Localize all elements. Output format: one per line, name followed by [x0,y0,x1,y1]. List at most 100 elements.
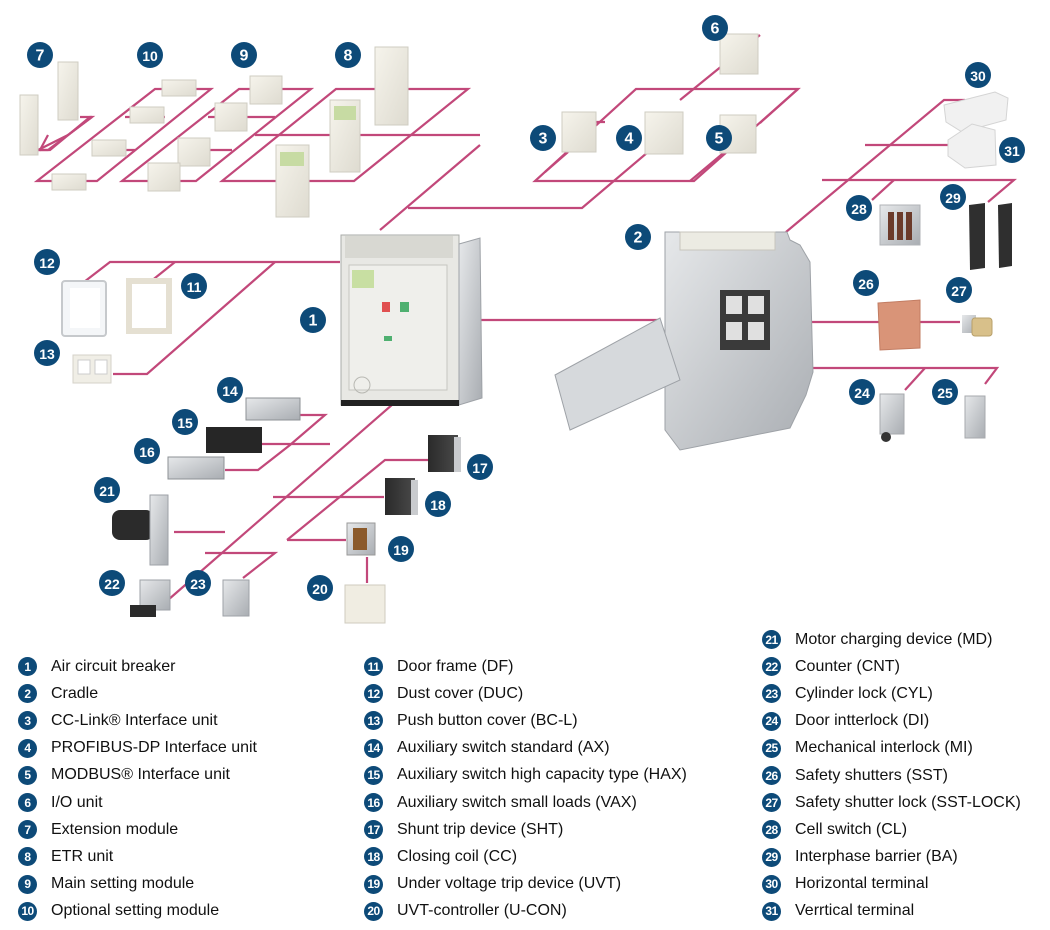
optional-setting-module-illustration [51,79,197,191]
legend-number-badge: 9 [18,874,37,894]
legend-label: Mechanical interlock (MI) [795,739,973,757]
badge-number: 26 [858,276,874,292]
motor-counter-lock-illustrations [112,494,250,617]
badge-number: 23 [190,576,206,592]
badge-number: 31 [1004,143,1020,159]
badge-number: 17 [472,460,488,476]
connector-lines [33,34,1018,601]
badge-circle [999,137,1025,163]
badge-circle [853,270,879,296]
interphase-barrier-illustration [969,203,1012,270]
legend-number-badge: 19 [364,874,383,894]
part-badge-26: 26 [853,270,879,296]
main-setting-module-illustration [147,75,283,192]
badge-number: 9 [240,48,249,65]
badge-circle [425,491,451,517]
badge-number: 20 [312,581,328,597]
badge-circle [99,570,125,596]
part-badge-19: 19 [388,536,414,562]
etr-unit-illustration [275,46,409,218]
badge-number: 24 [854,385,870,401]
legend-label: Door intterlock (DI) [795,712,930,730]
safety-shutter-lock-illustration [962,315,993,337]
part-badge-29: 29 [940,184,966,210]
legend-number-badge: 6 [18,793,37,813]
legend-label: Auxiliary switch high capacity type (HAX… [397,766,687,784]
legend-label: Cell switch (CL) [795,820,908,838]
badge-circle [946,277,972,303]
legend-number-badge: 25 [762,738,781,758]
badge-number: 15 [177,415,193,431]
part-badge-13: 13 [34,340,60,366]
part-badge-20: 20 [307,575,333,601]
legend-label: I/O unit [51,793,103,811]
legend-number-badge: 14 [364,738,383,758]
air-circuit-breaker-illustration [340,234,483,406]
part-badge-11: 11 [181,273,207,299]
terminal-illustrations [943,91,1009,169]
badge-number: 2 [634,230,643,247]
legend-number-badge: 2 [18,684,37,704]
badge-number: 18 [430,497,446,513]
badge-circle [849,379,875,405]
badge-number: 6 [711,21,720,38]
part-illustrations [19,33,1012,624]
badge-circle [300,307,326,333]
part-badge-8: 8 [335,42,361,68]
badge-circle [94,477,120,503]
door-accessory-illustrations [61,278,172,384]
legend-label: Extension module [51,820,179,838]
legend-number-badge: 28 [762,820,781,840]
legend-label: UVT-controller (U-CON) [397,902,567,920]
badge-circle [335,42,361,68]
badge-circle [172,409,198,435]
badge-number: 5 [715,131,724,148]
badge-number: 1 [309,313,318,330]
coil-device-illustrations [344,435,461,624]
legend-label: MODBUS® Interface unit [51,766,230,784]
part-badge-28: 28 [846,195,872,221]
extension-module-illustration [19,61,79,156]
legend-label: Under voltage trip device (UVT) [397,875,622,893]
exploded-parts-diagram: 1234567891011121314151617181920212223242… [19,15,1025,624]
part-badge-14: 14 [217,377,243,403]
legend-number-badge: 10 [18,901,37,921]
badge-circle [185,570,211,596]
legend-label: Safety shutters (SST) [795,766,948,784]
legend-number-badge: 23 [762,684,781,704]
part-badge-1: 1 [300,307,326,333]
badge-number: 12 [39,255,55,271]
badge-number: 28 [851,201,867,217]
legend-label: Horizontal terminal [795,875,929,893]
badge-number: 27 [951,283,967,299]
badge-number: 14 [222,383,238,399]
badge-circle [181,273,207,299]
legend-item: 19 Under voltage trip device (UVT) [364,871,687,898]
legend-number-badge: 1 [18,657,37,677]
legend-number-badge: 29 [762,847,781,867]
legend-number-badge: 5 [18,765,37,785]
badge-number: 7 [36,48,45,65]
legend-number-badge: 4 [18,738,37,758]
part-badge-31: 31 [999,137,1025,163]
legend-number-badge: 8 [18,847,37,867]
legend-label: Cradle [51,684,99,702]
legend-label: Push button cover (BC-L) [397,711,578,729]
part-badge-30: 30 [965,62,991,88]
badge-circle [137,42,163,68]
legend-label: Auxiliary switch small loads (VAX) [397,793,637,811]
part-badge-4: 4 [616,125,642,151]
legend-label: Interphase barrier (BA) [795,848,958,866]
